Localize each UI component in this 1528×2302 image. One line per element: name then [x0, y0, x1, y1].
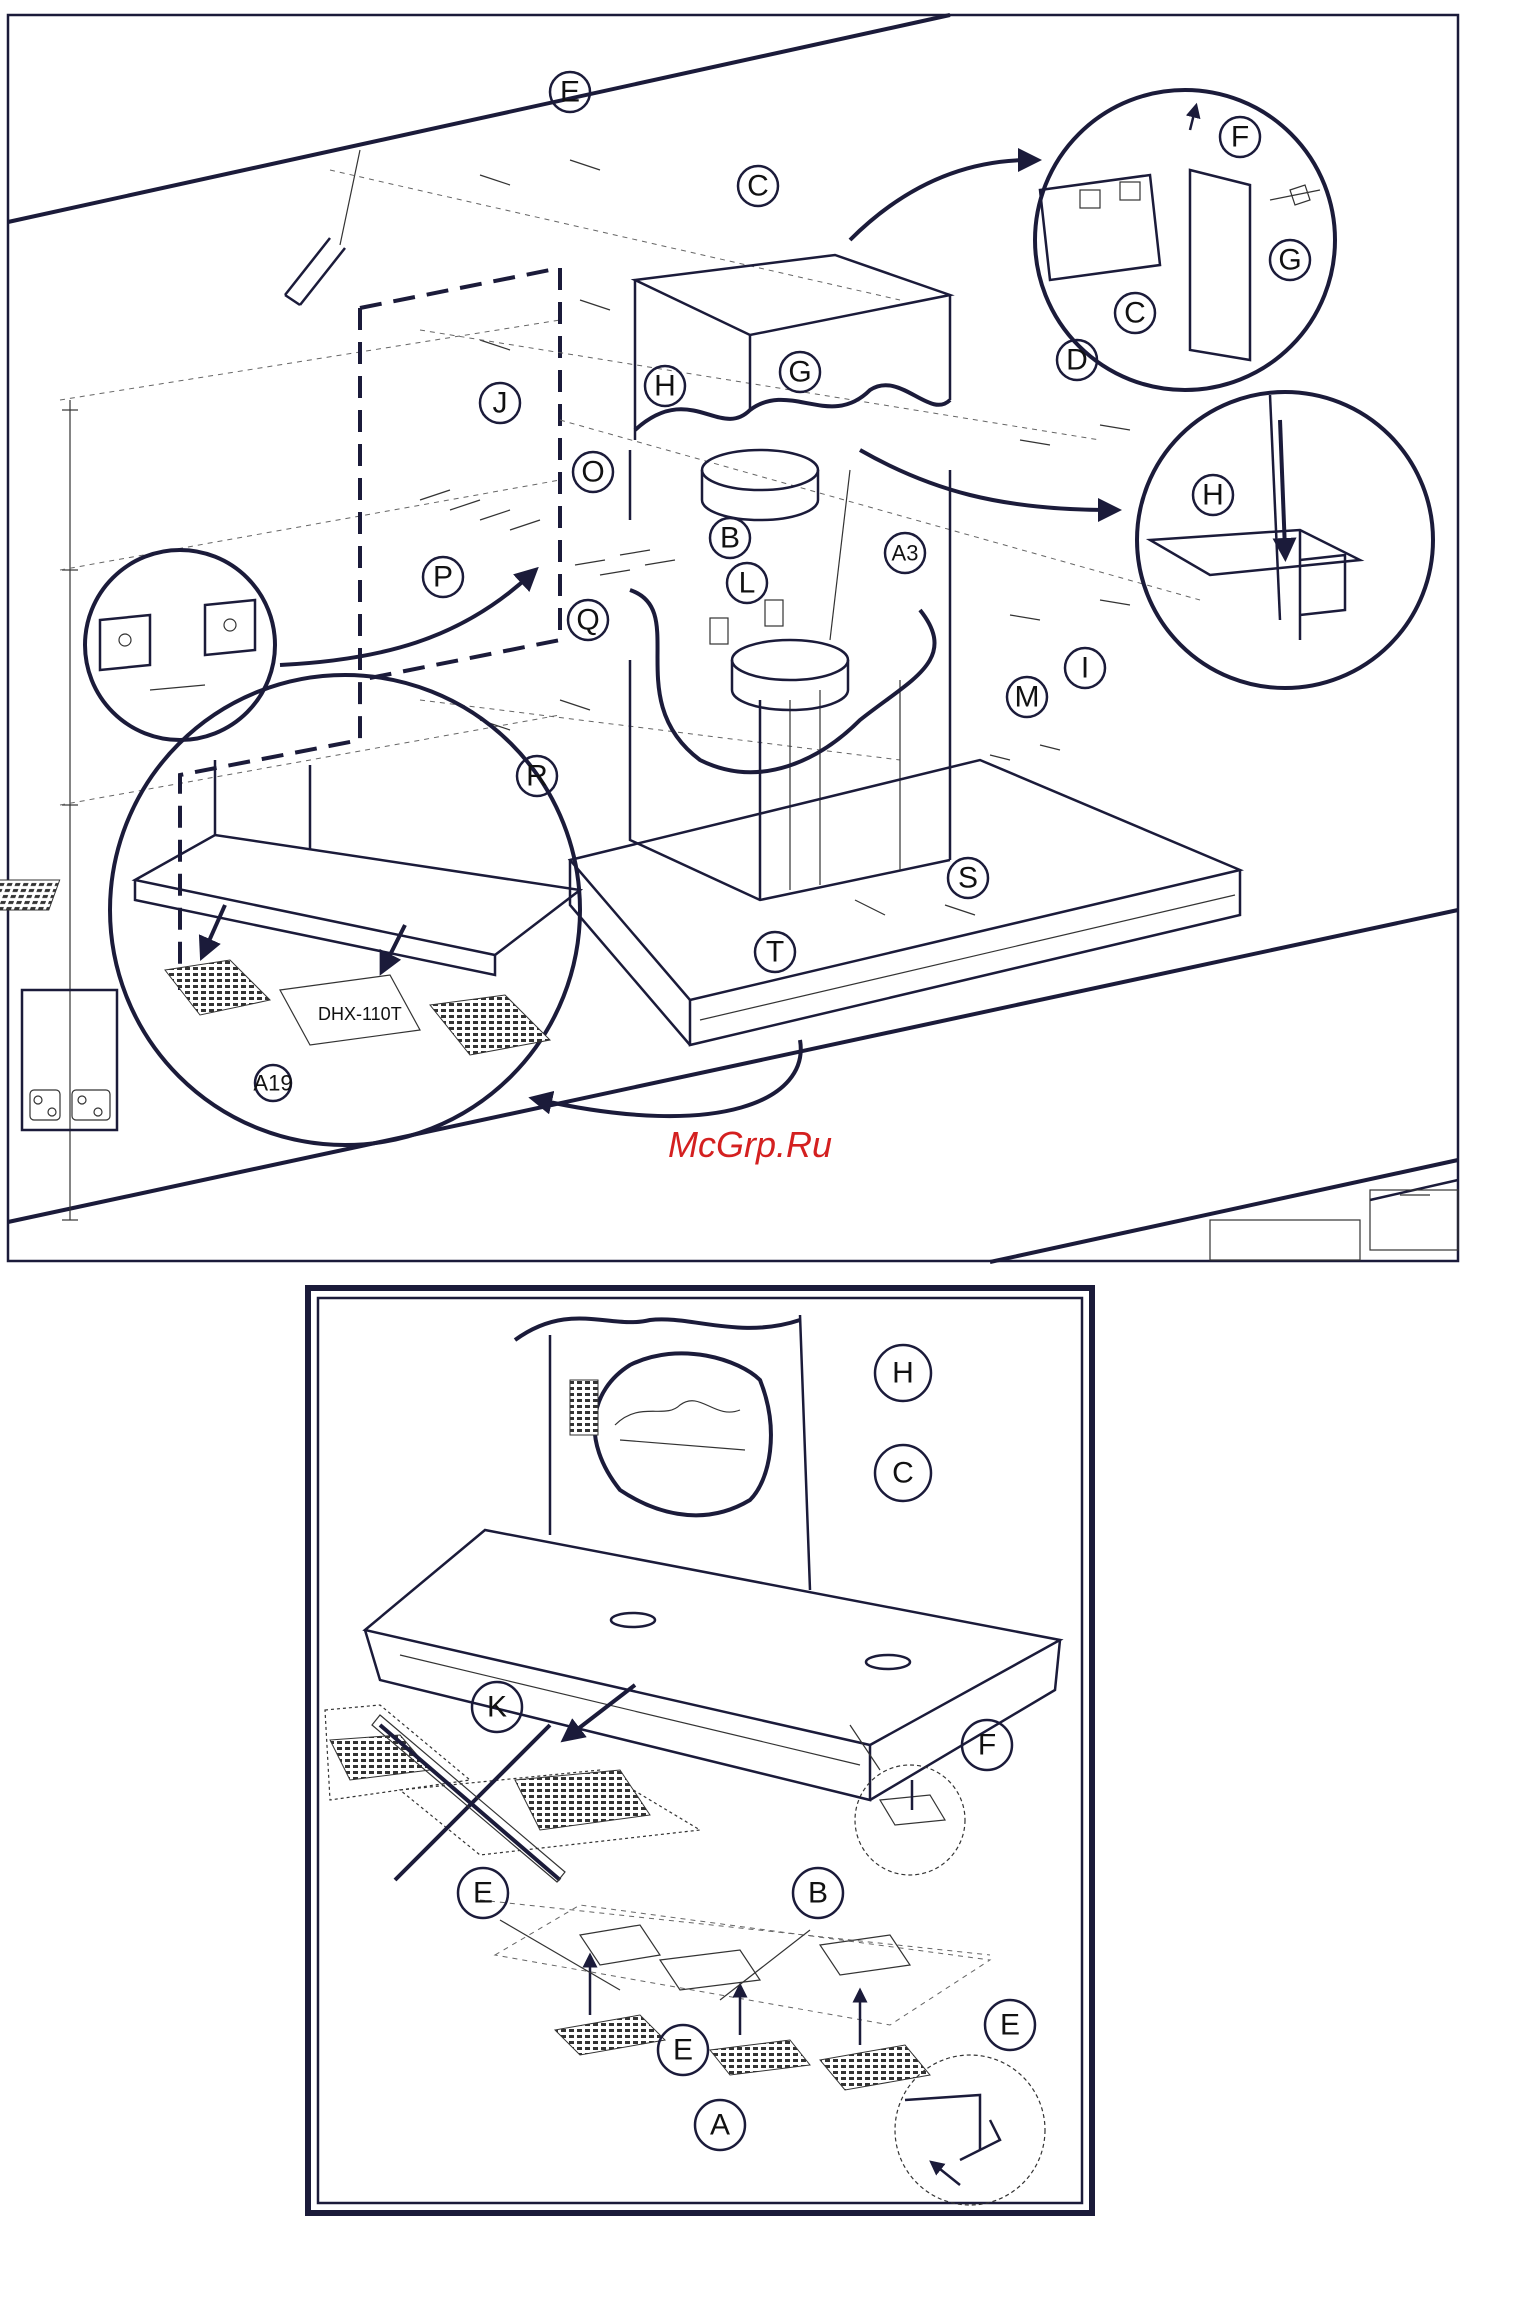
callout-R: R [517, 756, 557, 796]
callout-A19: A19 [253, 1065, 292, 1101]
detail-circle-wall-brackets [85, 550, 275, 740]
svg-text:B: B [720, 522, 740, 555]
callout-E-bottom-center: E [658, 2025, 708, 2075]
callout-S: S [948, 858, 988, 898]
svg-text:D: D [1066, 344, 1088, 377]
callout-H-bottom: H [875, 1345, 931, 1401]
callout-Q: Q [568, 600, 608, 640]
model-code-label: DHX-110T [318, 1004, 402, 1024]
callout-A-bottom: A [695, 2100, 745, 2150]
callout-C-top: C [738, 166, 778, 206]
bottom-hood [0, 1530, 1060, 1800]
svg-text:E: E [1000, 2009, 1020, 2042]
svg-text:T: T [766, 936, 784, 969]
svg-text:A3: A3 [892, 541, 919, 566]
callout-M: M [1007, 677, 1047, 717]
svg-text:H: H [892, 1357, 914, 1390]
svg-text:B: B [808, 1877, 828, 1910]
svg-text:S: S [958, 862, 978, 895]
detail-circle-bracket-chimney [1137, 392, 1433, 688]
svg-text:H: H [1202, 479, 1224, 512]
wall-screws [420, 160, 1430, 1195]
svg-text:C: C [1124, 297, 1146, 330]
svg-text:O: O [581, 456, 604, 489]
svg-text:E: E [473, 1877, 493, 1910]
callout-L: L [727, 563, 767, 603]
svg-text:I: I [1081, 652, 1089, 685]
room-outline [8, 15, 1458, 1262]
motor-and-duct [702, 450, 848, 710]
svg-text:F: F [1231, 121, 1249, 154]
svg-text:C: C [747, 170, 769, 203]
removed-filters-crossed [325, 1685, 700, 1882]
detail-arrows [280, 160, 1110, 1116]
callout-E-bottom-left: E [458, 1868, 508, 1918]
callout-F-top: F [1220, 117, 1260, 157]
callout-C-bottom: C [875, 1445, 931, 1501]
top-panel [0, 15, 1458, 1262]
drilling-template [180, 268, 560, 990]
callout-F-bottom: F [962, 1720, 1012, 1770]
callout-G-top: G [780, 352, 820, 392]
bottom-panel-outer-frame [308, 1288, 1092, 2213]
callout-P: P [423, 557, 463, 597]
svg-text:E: E [560, 76, 580, 109]
svg-text:Q: Q [576, 604, 599, 637]
svg-text:R: R [526, 760, 548, 793]
svg-text:E: E [673, 2034, 693, 2067]
svg-text:A: A [710, 2109, 730, 2142]
alignment-dashes [330, 170, 1200, 760]
pencil-icon [285, 150, 360, 305]
svg-text:L: L [739, 567, 756, 600]
callout-I: I [1065, 648, 1105, 688]
callout-H-top-detail: H [1193, 475, 1233, 515]
svg-text:F: F [978, 1729, 996, 1762]
svg-text:H: H [654, 370, 676, 403]
bottom-panel [0, 1288, 1092, 2213]
svg-text:A19: A19 [253, 1071, 292, 1096]
svg-text:P: P [433, 561, 453, 594]
bottom-callouts: H C K F E B E E A [458, 1345, 1035, 2150]
svg-text:J: J [493, 387, 508, 420]
callout-T: T [755, 932, 795, 972]
top-panel-frame [8, 15, 1458, 1261]
svg-text:G: G [1278, 244, 1301, 277]
svg-text:G: G [788, 356, 811, 389]
callout-E-top: E [550, 72, 590, 112]
callout-J: J [480, 383, 520, 423]
svg-text:K: K [487, 1691, 507, 1724]
callout-O: O [573, 452, 613, 492]
bottom-chimney [515, 1315, 810, 1590]
callout-A3: A3 [885, 533, 925, 573]
callout-B-bottom: B [793, 1868, 843, 1918]
callout-E-bottom-right: E [985, 2000, 1035, 2050]
hood-body [570, 760, 1240, 1045]
callout-G-top-detail: G [1270, 240, 1310, 280]
upper-chimney [635, 255, 950, 440]
callout-B-top: B [710, 518, 750, 558]
callout-D: D [1057, 340, 1097, 380]
watermark: McGrp.Ru [668, 1124, 832, 1165]
top-callouts: E C F G C D H G J O P B L A3 Q H I M R S… [423, 72, 1310, 972]
bottom-filter-assembly [480, 1900, 990, 2090]
callout-C-top-detail: C [1115, 293, 1155, 333]
callout-H-top: H [645, 366, 685, 406]
svg-text:C: C [892, 1457, 914, 1490]
svg-text:M: M [1015, 681, 1040, 714]
callout-K: K [472, 1682, 522, 1732]
